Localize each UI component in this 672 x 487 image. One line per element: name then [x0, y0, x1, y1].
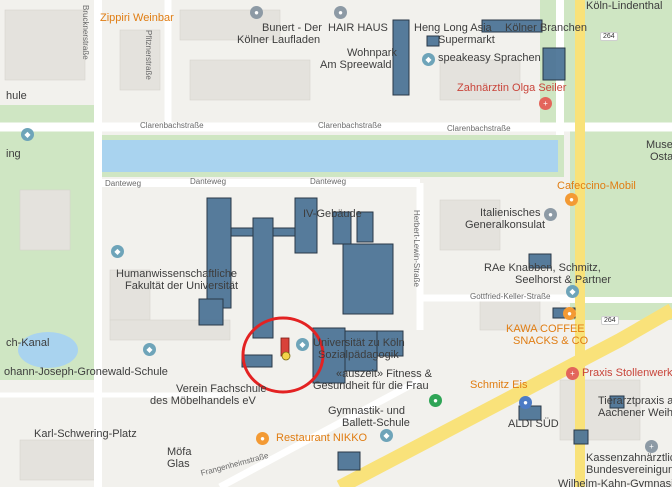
poi-gymnastik[interactable]: Gymnastik- und: [328, 405, 406, 417]
park-area-east: [570, 130, 672, 320]
highlighted-buildings: [198, 19, 625, 471]
poi-koelner-branchen[interactable]: Kölner Branchen: [505, 22, 587, 34]
poi-henglong-2: Supermarkt: [438, 34, 495, 46]
street-label-danteweg-1: Danteweg: [105, 179, 142, 188]
poi-humanwiss-2: Fakultät der Universität: [125, 280, 239, 292]
street-label-danteweg-2: Danteweg: [190, 177, 227, 186]
poi-hairhaus[interactable]: HAIR HAUS: [328, 22, 388, 34]
school-icon[interactable]: ◆: [143, 343, 156, 356]
poi-moefa-2: Glas: [167, 458, 190, 470]
poi-rae[interactable]: RAe Knabben, Schmitz,: [484, 262, 601, 274]
poi-gronewald[interactable]: ohann-Joseph-Gronewald-Schule: [4, 366, 168, 378]
poi-verein[interactable]: Verein Fachschule: [176, 383, 267, 395]
street-label-danteweg-3: Danteweg: [310, 177, 347, 186]
poi-nikko[interactable]: Restaurant NIKKO: [276, 432, 368, 444]
poi-italienisches[interactable]: Italienisches: [480, 207, 541, 219]
canal-water: [100, 140, 558, 172]
poi-kassen-2: Bundesvereinigung...: [586, 464, 672, 476]
background-buildings: [4, 9, 641, 481]
poi-kawa[interactable]: KAWA COFFEE: [506, 323, 585, 335]
tree-icon[interactable]: ●: [429, 394, 442, 407]
poi-koeln-lindenthal[interactable]: Köln-Lindenthal: [586, 0, 663, 12]
medical-cross-icon[interactable]: +: [566, 367, 579, 380]
poi-tierarzt-2: Aachener Weiher: [598, 407, 672, 419]
poi-ing[interactable]: ing: [6, 148, 21, 160]
poi-humanwiss[interactable]: Humanwissenschaftliche: [116, 268, 238, 280]
poi-museum[interactable]: Muse: [646, 139, 672, 151]
poi-auszeit[interactable]: «auszeit» Fitness &: [336, 368, 432, 380]
medical-cross-icon[interactable]: +: [645, 440, 658, 453]
street-label-clarenbach-1: Clarenbachstraße: [140, 121, 204, 130]
poi-bunert[interactable]: Bunert - Der: [262, 22, 322, 34]
poi-tierarzt[interactable]: Tierarztpraxis am: [598, 395, 672, 407]
museum-icon[interactable]: ●: [544, 208, 557, 221]
medical-cross-icon[interactable]: +: [539, 97, 552, 110]
poi-bunert-2: Kölner Laufladen: [237, 34, 321, 46]
poi-museum-2: Osta: [650, 151, 672, 163]
street-label-pfitznerstrasse: Pfitznerstraße: [144, 30, 153, 80]
poi-kawa-2: SNACKS & CO: [513, 335, 589, 347]
poi-verein-2: des Möbelhandels eV: [150, 395, 256, 407]
coffee-cup-icon[interactable]: ●: [565, 193, 578, 206]
poi-wohnpark[interactable]: Wohnpark: [347, 47, 397, 59]
poi-auszeit-2: Gesundheit für die Frau: [313, 380, 429, 392]
poi-praxis[interactable]: Praxis Stollenwerk: [582, 367, 672, 379]
annotation-circle: [241, 316, 325, 394]
street-label-clarenbach-2: Clarenbachstraße: [318, 121, 382, 130]
poi-zahnaerztin[interactable]: Zahnärztin Olga Seiler: [457, 82, 567, 94]
pond-water: [18, 332, 78, 368]
poi-universitaet[interactable]: Universität zu Köln: [313, 337, 405, 349]
poi-rae-2: Seelhorst & Partner: [515, 274, 611, 286]
poi-italienisches-2: Generalkonsulat: [465, 219, 546, 231]
shopping-bag-icon[interactable]: ●: [250, 6, 263, 19]
poi-speakeasy[interactable]: speakeasy Sprachen: [438, 52, 541, 64]
poi-cafeccino[interactable]: Cafeccino-Mobil: [557, 180, 636, 192]
shopping-bag-icon[interactable]: ●: [334, 6, 347, 19]
school-icon[interactable]: ◆: [380, 429, 393, 442]
graduation-cap-icon[interactable]: ◆: [111, 245, 124, 258]
poi-gymnastik-2: Ballett-Schule: [342, 417, 410, 429]
graduation-cap-icon[interactable]: ◆: [21, 128, 34, 141]
graduation-cap-icon[interactable]: ◆: [566, 285, 579, 298]
poi-kassen[interactable]: Kassenzahnärztliche: [586, 452, 672, 464]
shopping-bag-icon[interactable]: ●: [519, 396, 532, 409]
street-label-herbert-lewin: Herbert-Lewin-Straße: [412, 210, 421, 287]
poi-kanal[interactable]: ch-Kanal: [6, 337, 50, 349]
poi-schwering[interactable]: Karl-Schwering-Platz: [34, 428, 137, 440]
poi-ivgebaeude[interactable]: IV-Gebäude: [303, 208, 362, 220]
major-road-aachener: [336, 303, 672, 487]
coffee-cup-icon[interactable]: ●: [256, 432, 269, 445]
street-label-clarenbach-3: Clarenbachstraße: [447, 124, 511, 133]
route-shield-264-mid: 264: [601, 316, 619, 325]
location-dot: [281, 351, 291, 361]
poi-schule[interactable]: hule: [6, 90, 27, 102]
poi-universitaet-2: Sozialpädagogik: [318, 349, 399, 361]
poi-bottom-right[interactable]: Wilhelm-Kahn-Gymnasium: [558, 478, 672, 487]
graduation-cap-icon[interactable]: ◆: [296, 338, 309, 351]
poi-wohnpark-2: Am Spreewald: [320, 59, 392, 71]
coffee-cup-icon[interactable]: ●: [563, 307, 576, 320]
poi-aldi[interactable]: ALDI SÜD: [508, 418, 559, 430]
street-label-gottfried-keller: Gottfried-Keller-Straße: [470, 292, 551, 301]
street-label-brucknerstrasse: Brucknerstraße: [81, 5, 90, 60]
route-shield-264-top: 264: [600, 32, 618, 41]
poi-moefa[interactable]: Möfa: [167, 446, 192, 458]
poi-zippiri[interactable]: Zippiri Weinbar: [100, 12, 174, 24]
graduation-cap-icon[interactable]: ◆: [422, 53, 435, 66]
poi-henglong[interactable]: Heng Long Asia: [414, 22, 492, 34]
poi-schmitz[interactable]: Schmitz Eis: [470, 379, 528, 391]
